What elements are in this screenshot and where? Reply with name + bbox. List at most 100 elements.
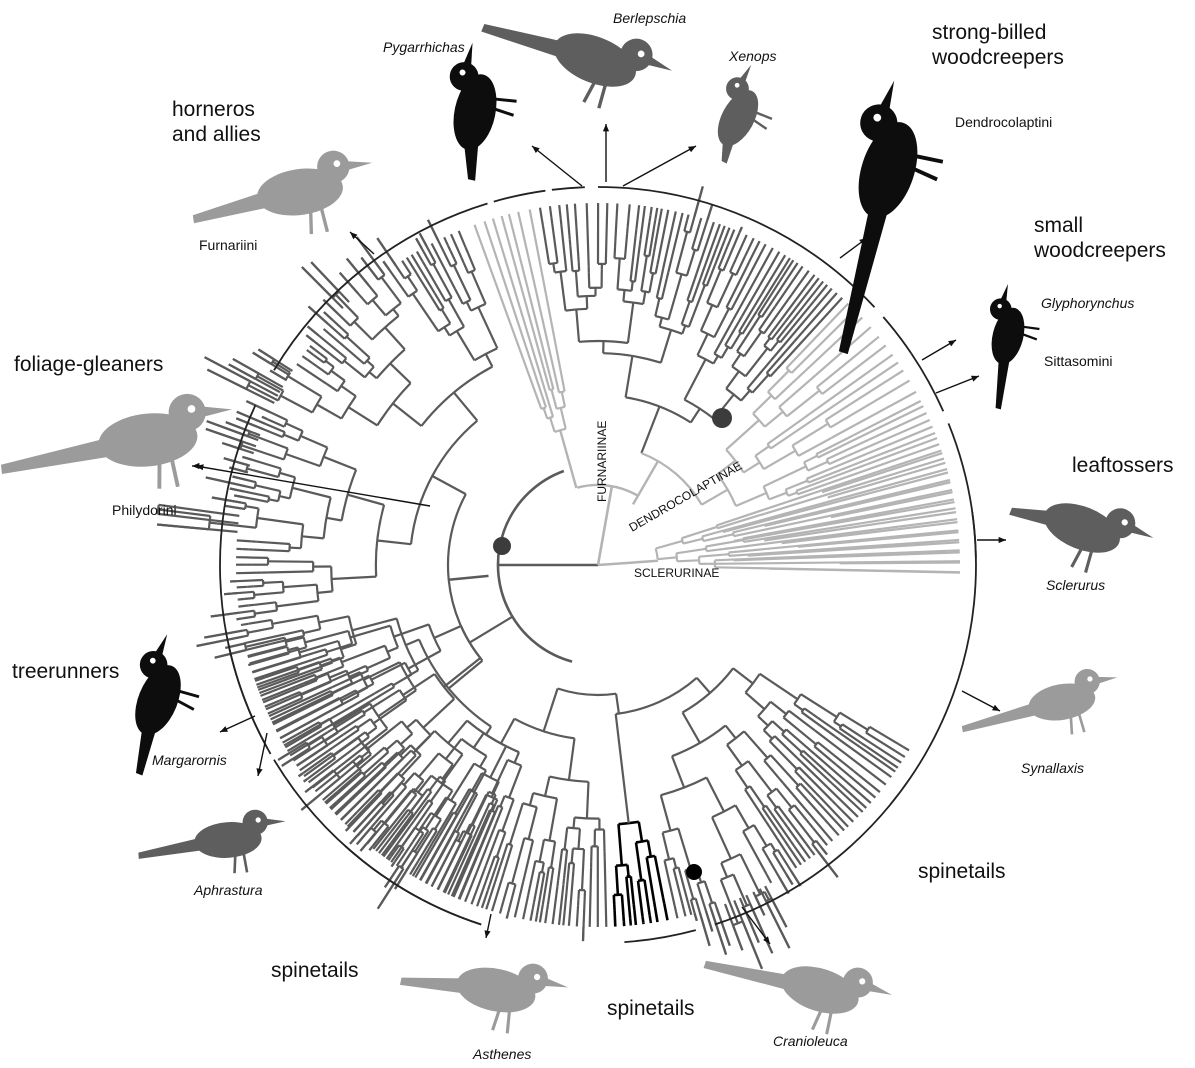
tree-stem bbox=[239, 599, 245, 600]
tree-stem bbox=[416, 238, 419, 243]
tree-internal-branch bbox=[431, 781, 446, 802]
tree-stem bbox=[711, 926, 713, 932]
tree-internal-branch bbox=[616, 714, 629, 823]
tree-tip-branch bbox=[767, 874, 772, 883]
tree-stem bbox=[832, 761, 837, 765]
tree-stem bbox=[548, 369, 550, 375]
tree-internal-branch bbox=[587, 296, 588, 309]
tree-internal-branch bbox=[407, 720, 416, 728]
tree-stem bbox=[746, 276, 749, 281]
tree-stem bbox=[708, 940, 710, 946]
tree-stem bbox=[204, 637, 210, 638]
tree-internal-branch bbox=[230, 592, 254, 594]
tree-internal-branch bbox=[312, 363, 328, 374]
tree-tip-branch bbox=[575, 204, 578, 256]
tree-tip-branch bbox=[567, 204, 570, 239]
tree-internal-branch bbox=[210, 630, 247, 637]
tree-internal-branch bbox=[474, 770, 486, 792]
tree-stem bbox=[725, 521, 731, 523]
tree-internal-branch bbox=[348, 407, 377, 425]
tree-internal-branch bbox=[502, 799, 513, 831]
tree-stem bbox=[305, 789, 310, 793]
tree-internal-branch bbox=[246, 506, 259, 508]
tree-stem bbox=[654, 247, 655, 253]
tree-stem bbox=[333, 732, 338, 735]
group-label-strong-billed-line1: strong-billed bbox=[932, 20, 1046, 45]
tree-internal-branch bbox=[248, 620, 271, 624]
tree-stem bbox=[301, 702, 306, 705]
tree-internal-branch bbox=[235, 469, 246, 472]
tree-internal-branch bbox=[840, 713, 868, 730]
tree-internal-branch bbox=[816, 841, 823, 850]
tree-internal-branch bbox=[769, 493, 787, 500]
tree-internal-branch bbox=[240, 497, 268, 502]
tree-stem bbox=[527, 895, 528, 901]
group-label-leaftossers: leaftossers bbox=[1072, 453, 1174, 478]
tree-internal-branch bbox=[320, 354, 327, 359]
tree-stem bbox=[740, 945, 742, 951]
tree-tip-branch bbox=[812, 795, 845, 830]
tree-internal-branch bbox=[870, 727, 899, 744]
tree-internal-branch bbox=[767, 795, 776, 807]
tree-internal-branch bbox=[326, 518, 341, 521]
tree-stem bbox=[555, 342, 556, 348]
tree-stem bbox=[724, 949, 726, 955]
tree-stem bbox=[682, 904, 683, 910]
tree-stem bbox=[320, 714, 325, 717]
tree-stem bbox=[309, 352, 314, 356]
tree-internal-branch bbox=[779, 397, 791, 407]
tree-stem bbox=[560, 430, 576, 488]
clade-bracket bbox=[883, 317, 911, 354]
tree-internal-branch bbox=[669, 274, 682, 319]
tree-internal-branch bbox=[752, 375, 768, 393]
tree-internal-branch bbox=[332, 577, 377, 579]
tree-stem bbox=[788, 295, 792, 300]
tree-internal-branch bbox=[574, 818, 575, 829]
tree-internal-branch bbox=[302, 536, 324, 538]
tree-stem bbox=[361, 258, 365, 263]
tree-stem bbox=[448, 246, 451, 251]
genus-label-berlepschia: Berlepschia bbox=[613, 10, 686, 26]
tree-internal-branch bbox=[705, 881, 712, 903]
tree-internal-branch bbox=[388, 648, 399, 652]
tree-stem bbox=[650, 215, 651, 221]
tree-internal-branch bbox=[277, 601, 319, 606]
tree-internal-branch bbox=[703, 536, 727, 542]
tree-tip-branch bbox=[792, 271, 809, 295]
tree-internal-branch bbox=[707, 778, 724, 812]
tree-internal-branch bbox=[458, 294, 463, 304]
tree-stem bbox=[157, 525, 163, 526]
tree-stem bbox=[502, 873, 504, 879]
tree-internal-branch bbox=[404, 773, 415, 785]
tree-internal-branch bbox=[529, 807, 537, 839]
tree-internal-branch bbox=[255, 611, 277, 614]
tree-stem bbox=[423, 261, 426, 266]
tree-internal-branch bbox=[552, 223, 557, 262]
tree-internal-branch bbox=[635, 246, 640, 282]
tree-stem bbox=[428, 220, 431, 225]
tree-stem bbox=[804, 415, 809, 419]
tree-internal-branch bbox=[367, 658, 390, 668]
tree-internal-branch bbox=[230, 507, 245, 509]
tree-internal-branch bbox=[350, 626, 390, 638]
tree-internal-branch bbox=[210, 360, 250, 381]
tree-internal-branch bbox=[736, 770, 748, 788]
tree-stem bbox=[377, 238, 380, 243]
tree-internal-branch bbox=[682, 326, 685, 334]
tree-internal-branch bbox=[685, 359, 706, 399]
tree-tip-branch bbox=[336, 794, 358, 815]
tree-tip-branch bbox=[605, 857, 607, 927]
tree-stem bbox=[236, 418, 242, 420]
pointer-arrow-icon bbox=[623, 146, 696, 186]
tree-internal-branch bbox=[576, 310, 579, 342]
clade-bracket bbox=[624, 930, 695, 942]
tree-stem bbox=[402, 261, 405, 266]
tree-stem bbox=[747, 261, 750, 266]
tree-stem bbox=[404, 815, 408, 820]
tree-internal-branch bbox=[660, 318, 662, 327]
tree-internal-branch bbox=[662, 279, 667, 300]
tree-stem bbox=[675, 906, 676, 912]
tree-internal-branch bbox=[401, 734, 413, 745]
tree-stem bbox=[206, 477, 212, 478]
tree-tip-branch bbox=[690, 909, 692, 915]
